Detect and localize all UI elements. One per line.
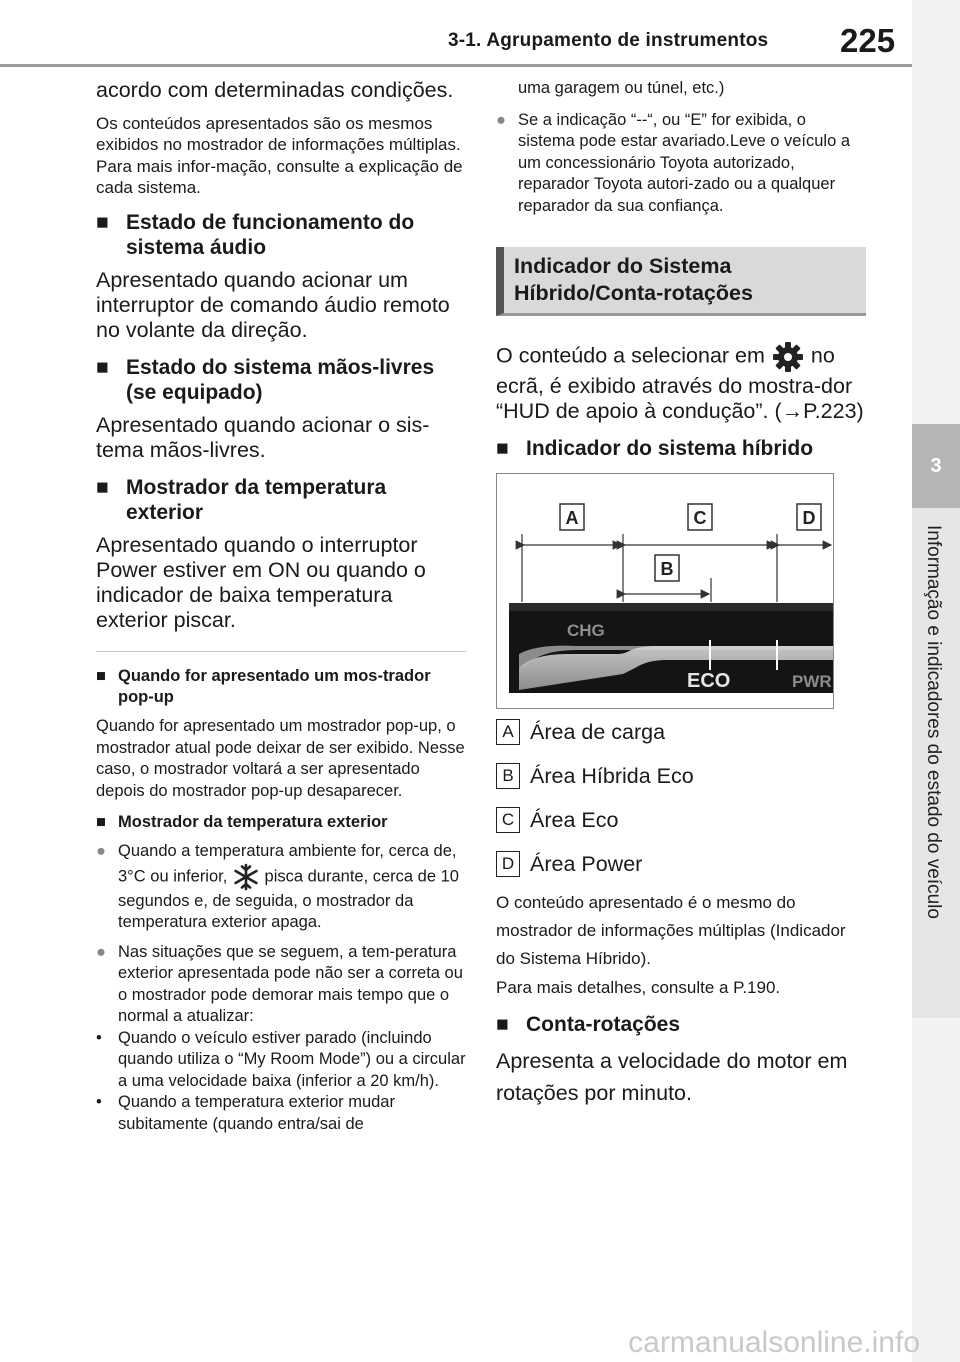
intro-note: Os conteúdos apresentados são os mesmos … xyxy=(96,114,463,197)
heading-hybrid-indicator: ■Indicador do sistema híbrido xyxy=(496,437,814,460)
snowflake-icon xyxy=(234,863,258,890)
dash-item-sudden: •Quando a temperatura exterior mudar sub… xyxy=(96,1093,395,1133)
label-a: A xyxy=(566,508,579,528)
intro-text: acordo com determinadas condições. xyxy=(96,78,454,102)
label-b: B xyxy=(661,559,674,579)
hud-text: O conteúdo a selecionar em no ecrã, é ex… xyxy=(496,340,866,424)
details-ref-text: Para mais detalhes, consulte a P.190. xyxy=(496,978,781,997)
gear-icon xyxy=(772,342,803,372)
label-d: D xyxy=(803,508,816,528)
heading-tachometer: ■Conta-rotações xyxy=(496,1013,681,1037)
watermark: carmanualsonline.info xyxy=(628,1326,920,1359)
note-popup-text: Quando for apresentado um mostrador pop-… xyxy=(96,717,465,800)
label-c: C xyxy=(694,508,707,528)
chapter-tab: 3 xyxy=(912,424,960,508)
hybrid-indicator-diagram: A C D B xyxy=(509,503,853,694)
note-temp-title: ■Mostrador da temperatura exterior xyxy=(96,813,388,832)
bullet-situations: ● Nas situações que se seguem, a tem-per… xyxy=(96,942,463,1026)
outside-temp-text: Apresentado quando o interruptor Power e… xyxy=(96,533,426,633)
bullet-error-indication: ●Se a indicação “--“, ou “E” for exibida… xyxy=(496,110,851,215)
tachometer-text: Apresenta a velocidade do motor em rotaç… xyxy=(496,1049,848,1106)
label-box-a xyxy=(559,503,585,531)
label-box-b xyxy=(654,554,680,582)
running-header: 3-1. Agrupamento de instrumentos xyxy=(448,30,769,51)
divider xyxy=(96,651,466,653)
hybrid-indicator-figure: A C D B xyxy=(496,473,853,709)
label-box-c xyxy=(687,503,713,531)
same-content-text: O conteúdo apresentado é o mesmo do most… xyxy=(496,893,846,968)
heading-outside-temp: ■Mostrador da temperatura exterior xyxy=(96,476,387,525)
page-number: 225 xyxy=(840,22,896,59)
note-popup-title: ■Quando for apresentado um mos-trador po… xyxy=(96,667,431,707)
continued-text: uma garagem ou túnel, etc.) xyxy=(518,79,725,97)
dash-item-stopped: •Quando o veículo estiver parado (inclui… xyxy=(96,1028,466,1090)
handsfree-text: Apresentado quando acionar o sis-tema mã… xyxy=(96,413,430,463)
bullet-low-temp: ● Quando a temperatura ambiente for, cer… xyxy=(96,842,459,932)
heading-handsfree: ■Estado do sistema mãos-livres (se equip… xyxy=(96,356,435,405)
right-column: uma garagem ou túnel, etc.) ●Se a indica… xyxy=(496,78,866,1121)
eco-label: ECO xyxy=(687,670,730,692)
chapter-title: Informação e indicadores do estado do ve… xyxy=(923,525,944,919)
power-bar xyxy=(519,646,847,690)
label-box-d xyxy=(796,503,822,531)
section-heading: Indicador do Sistema Híbrido/Conta-rotaç… xyxy=(496,247,866,316)
chg-label: CHG xyxy=(567,621,605,640)
header-rule xyxy=(0,64,930,67)
pwr-label: PWR xyxy=(792,672,832,691)
left-column: acordo com determinadas condições. Os co… xyxy=(96,78,466,1135)
chapter-band xyxy=(912,508,960,1018)
heading-audio: ■Estado de funcionamento do sistema áudi… xyxy=(96,211,415,260)
audio-text: Apresentado quando acionar um interrupto… xyxy=(96,268,450,343)
